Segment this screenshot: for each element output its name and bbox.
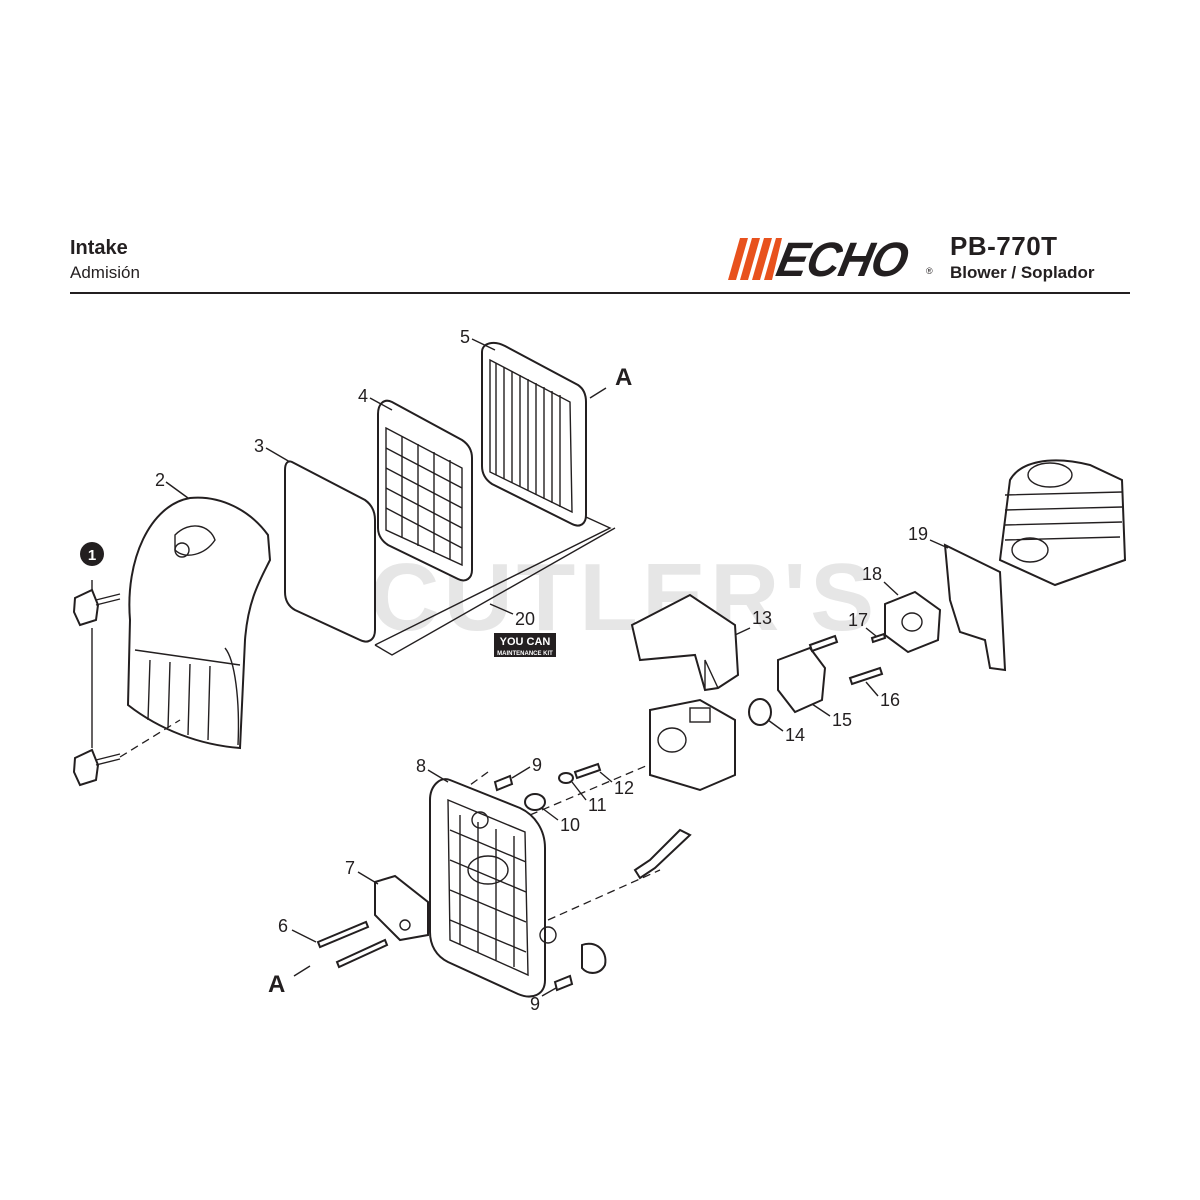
callout-19: 19 <box>908 524 928 544</box>
part-18-intake-manifold <box>884 590 942 654</box>
model-number: PB-770T <box>950 231 1058 261</box>
part-14-o-ring <box>748 698 772 726</box>
part-1-cover-knob-lower <box>72 748 121 787</box>
align-line-base <box>547 869 661 921</box>
kit-badge-line2: MAINTENANCE KIT <box>497 651 553 657</box>
callout-10: 10 <box>560 815 580 835</box>
callout-15: 15 <box>832 710 852 730</box>
callout-3: 3 <box>254 436 264 456</box>
knob-dash-line <box>119 719 181 758</box>
callout-14: 14 <box>785 725 805 745</box>
callout-6: 6 <box>278 916 288 936</box>
carburetor <box>649 698 736 792</box>
part-19-gasket <box>943 543 1007 672</box>
engine-cylinder <box>998 459 1127 587</box>
callout-9-lower: 9 <box>530 994 540 1014</box>
callout-2: 2 <box>155 470 165 490</box>
callout-4: 4 <box>358 386 368 406</box>
part-3-pre-filter <box>284 460 376 643</box>
callout-20: 20 <box>515 609 535 629</box>
part-15-insulator <box>777 646 827 714</box>
kit-badge-line1: YOU CAN <box>500 636 551 648</box>
you-can-maintenance-kit-badge: YOU CAN MAINTENANCE KIT <box>494 633 556 657</box>
part-9-screw-lower <box>553 974 574 992</box>
primer-bulb <box>581 942 607 974</box>
callout-a-top: A <box>615 364 632 391</box>
callout-7: 7 <box>345 858 355 878</box>
part-6-bolts <box>316 920 389 969</box>
part-10-grommet <box>524 793 546 811</box>
part-2-air-cleaner-cover <box>126 496 272 750</box>
callout-8: 8 <box>416 756 426 776</box>
part-16-bolt <box>848 666 884 686</box>
callout-5: 5 <box>460 327 470 347</box>
echo-logo: ECHO ® <box>726 232 946 286</box>
registered-mark: ® <box>926 266 933 276</box>
callout-a-bottom: A <box>268 971 285 998</box>
callout-16: 16 <box>880 690 900 710</box>
model-description: Blower / Soplador <box>950 263 1095 282</box>
align-line-10 <box>529 759 661 816</box>
callout-13: 13 <box>752 608 772 628</box>
callout-17: 17 <box>848 610 868 630</box>
header-rule <box>70 292 1130 294</box>
callout-1-badge <box>80 542 104 566</box>
part-11-washer <box>558 772 574 784</box>
page-subtitle: Admisión <box>70 263 140 282</box>
callout-1: 1 <box>88 547 96 564</box>
part-8-air-cleaner-base <box>429 778 557 998</box>
callout-12: 12 <box>614 778 634 798</box>
part-7-bracket <box>374 874 429 942</box>
callout-9-upper: 9 <box>532 755 542 775</box>
part-16-bolt-upper <box>808 634 839 653</box>
part-17-pin <box>870 632 887 644</box>
part-9-screw-upper <box>469 771 514 792</box>
page-title: Intake <box>70 237 128 259</box>
part-12-bolt <box>573 762 602 780</box>
part-1-cover-knob-upper <box>72 588 121 627</box>
logo-stripes <box>728 238 782 280</box>
fuel-line <box>633 828 692 880</box>
callout-18: 18 <box>862 564 882 584</box>
part-13-carburetor-cover <box>630 593 740 692</box>
kit-bracket-bottom <box>374 527 616 656</box>
part-5-main-filter <box>481 341 587 527</box>
part-4-filter-element-frame <box>377 399 473 582</box>
callout-11: 11 <box>588 795 607 815</box>
